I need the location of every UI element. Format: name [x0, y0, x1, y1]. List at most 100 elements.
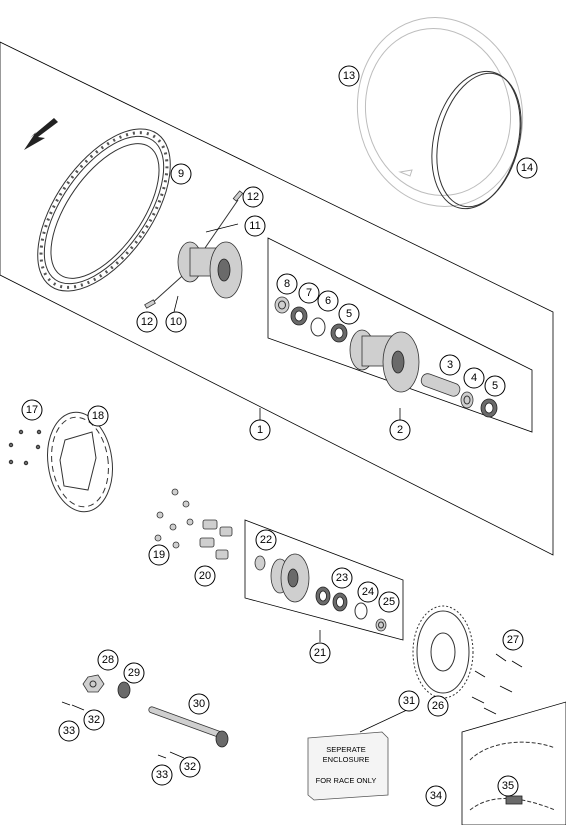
callout-circle: [378, 591, 400, 613]
callout-22: 22: [255, 529, 277, 551]
callout-19: 19: [148, 544, 170, 566]
bearing-5a: [330, 323, 348, 343]
callout-circle: [439, 354, 461, 376]
callout-8: 8: [276, 273, 298, 295]
callout-circle: [425, 785, 447, 807]
callout-4: 4: [463, 367, 485, 389]
callout-6: 6: [317, 290, 339, 312]
callout-number: 26: [432, 700, 444, 712]
callout-10: 10: [165, 311, 187, 333]
callout-23: 23: [331, 567, 353, 589]
callout-number: 34: [430, 790, 442, 802]
damper-rubbers: [199, 519, 233, 560]
enclosure-line1: SEPERATE: [326, 745, 365, 754]
callout-number: 17: [26, 404, 38, 416]
callout-circle: [317, 290, 339, 312]
callout-7: 7: [298, 282, 320, 304]
callout-3: 3: [439, 354, 461, 376]
callout-27: 27: [502, 629, 524, 651]
chain-adjuster: [117, 681, 131, 699]
callout-number: 12: [141, 316, 153, 328]
leader-lines: [173, 223, 410, 733]
callout-31: 31: [398, 690, 420, 712]
callout-circle: [136, 311, 158, 333]
callout-number: 8: [284, 278, 290, 290]
callout-number: 5: [492, 380, 498, 392]
spacer-sleeve-3: [420, 373, 461, 397]
axle-nut: [82, 674, 105, 693]
callout-circle: [83, 709, 105, 731]
callout-number: 4: [471, 372, 477, 384]
circlip-6: [310, 317, 326, 337]
circlip-24: [354, 602, 368, 620]
callout-circle: [58, 720, 80, 742]
callout-34: 34: [425, 785, 447, 807]
callout-5: 5: [484, 375, 506, 397]
callout-number: 31: [403, 695, 415, 707]
callout-circle: [21, 399, 43, 421]
callout-number: 9: [178, 168, 184, 180]
callout-21: 21: [309, 642, 331, 664]
callout-number: 19: [153, 549, 165, 561]
callout-number: 18: [92, 410, 104, 422]
spacer-25: [375, 618, 387, 632]
callout-circle: [87, 405, 109, 427]
wheel-hub: [177, 241, 243, 299]
callout-number: 33: [156, 769, 168, 781]
callout-number: 3: [447, 359, 453, 371]
callout-number: 7: [306, 287, 312, 299]
callout-number: 20: [199, 570, 211, 582]
bearing-7: [290, 306, 308, 326]
separate-enclosure-box: SEPERATE ENCLOSURE FOR RACE ONLY: [307, 731, 389, 801]
callout-number: 22: [260, 534, 272, 546]
callout-circle: [427, 695, 449, 717]
callout-number: 32: [184, 761, 196, 773]
callout-29: 29: [123, 662, 145, 684]
callout-33: 33: [58, 720, 80, 742]
callout-2: 2: [389, 419, 411, 441]
callout-17: 17: [21, 399, 43, 421]
callout-14: 14: [516, 157, 538, 179]
radial-seal-8: [274, 296, 290, 314]
rear-sprocket: [412, 605, 474, 699]
callout-35: 35: [497, 775, 519, 797]
callout-circle: [97, 649, 119, 671]
callout-circle: [463, 367, 485, 389]
bold-arrow-left-icon: [24, 118, 58, 150]
hub-assembly-frame: [267, 237, 533, 433]
callout-number: 6: [325, 295, 331, 307]
rear-hub: [349, 329, 420, 393]
callout-circle: [165, 311, 187, 333]
callout-circle: [244, 215, 266, 237]
callout-33: 33: [151, 764, 173, 786]
bearing-5b: [480, 398, 498, 418]
disc-screws: [8, 429, 42, 466]
sprocket-carrier: [270, 553, 310, 603]
callout-26: 26: [427, 695, 449, 717]
callout-circle: [188, 693, 210, 715]
enclosure-line3: FOR RACE ONLY: [316, 776, 377, 785]
callout-circle: [151, 764, 173, 786]
callout-24: 24: [357, 581, 379, 603]
callout-12: 12: [136, 311, 158, 333]
nuts: [154, 488, 194, 549]
brake-disc: [47, 411, 113, 513]
callout-circle: [276, 273, 298, 295]
drive-chain: [469, 741, 556, 811]
callout-circle: [179, 756, 201, 778]
enclosure-line2: ENCLOSURE: [323, 755, 370, 764]
callout-circle: [338, 65, 360, 87]
callout-number: 29: [128, 667, 140, 679]
callout-28: 28: [97, 649, 119, 671]
tire: [356, 17, 524, 207]
callout-number: 28: [102, 654, 114, 666]
callout-number: 21: [314, 647, 326, 659]
callout-number: 2: [397, 424, 403, 436]
callout-number: 25: [383, 596, 395, 608]
chain-frame: [461, 701, 566, 825]
callout-circle: [255, 529, 277, 551]
callout-circle: [123, 662, 145, 684]
callout-5: 5: [338, 303, 360, 325]
callout-circle: [389, 419, 411, 441]
